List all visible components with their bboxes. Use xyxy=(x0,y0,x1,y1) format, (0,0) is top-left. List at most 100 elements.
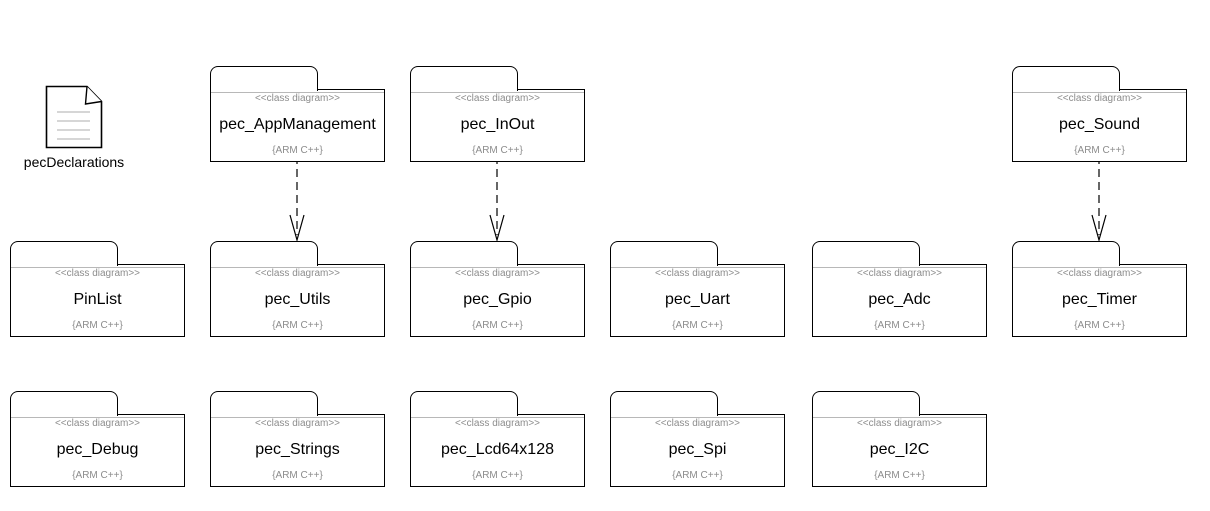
package-pec_Sound[interactable]: <<class diagram>> pec_Sound {ARM C++} xyxy=(1012,66,1187,162)
artifact-label: pecDeclarations xyxy=(23,154,125,170)
package-stereotype: <<class diagram>> xyxy=(1056,93,1143,104)
package-pec_Utils[interactable]: <<class diagram>> pec_Utils {ARM C++} xyxy=(210,241,385,337)
package-tab-icon xyxy=(10,391,118,416)
package-tab-icon xyxy=(10,241,118,266)
package-stereotype: <<class diagram>> xyxy=(254,268,341,279)
package-stereotype: <<class diagram>> xyxy=(654,268,741,279)
package-pec_InOut[interactable]: <<class diagram>> pec_InOut {ARM C++} xyxy=(410,66,585,162)
package-pec_I2C[interactable]: <<class diagram>> pec_I2C {ARM C++} xyxy=(812,391,987,487)
package-property: {ARM C++} xyxy=(672,470,723,481)
package-stereotype: <<class diagram>> xyxy=(454,418,541,429)
package-body: <<class diagram>> pec_Uart {ARM C++} xyxy=(610,264,785,337)
package-name: pec_I2C xyxy=(869,441,930,458)
package-stereotype: <<class diagram>> xyxy=(454,93,541,104)
package-pec_Spi[interactable]: <<class diagram>> pec_Spi {ARM C++} xyxy=(610,391,785,487)
package-name: pec_Spi xyxy=(668,441,727,458)
package-separator xyxy=(1013,267,1186,268)
package-name: pec_Adc xyxy=(868,291,931,308)
package-body: <<class diagram>> pec_Gpio {ARM C++} xyxy=(410,264,585,337)
package-tab-icon xyxy=(410,241,518,266)
package-tab-icon xyxy=(410,391,518,416)
package-stereotype: <<class diagram>> xyxy=(254,93,341,104)
package-property: {ARM C++} xyxy=(874,470,925,481)
package-separator xyxy=(813,417,986,418)
package-property: {ARM C++} xyxy=(1074,145,1125,156)
package-pec_AppManagement[interactable]: <<class diagram>> pec_AppManagement {ARM… xyxy=(210,66,385,162)
package-pec_Debug[interactable]: <<class diagram>> pec_Debug {ARM C++} xyxy=(10,391,185,487)
package-stereotype: <<class diagram>> xyxy=(54,418,141,429)
package-pec_Gpio[interactable]: <<class diagram>> pec_Gpio {ARM C++} xyxy=(410,241,585,337)
package-tab-icon xyxy=(610,241,718,266)
package-separator xyxy=(411,92,584,93)
package-separator xyxy=(11,417,184,418)
package-body: <<class diagram>> pec_Spi {ARM C++} xyxy=(610,414,785,487)
package-stereotype: <<class diagram>> xyxy=(856,418,943,429)
package-name: pec_Debug xyxy=(56,441,139,458)
dependency-arrow-pec_AppManagement-to-pec_Utils[interactable] xyxy=(289,156,305,243)
package-separator xyxy=(211,92,384,93)
package-pec_Timer[interactable]: <<class diagram>> pec_Timer {ARM C++} xyxy=(1012,241,1187,337)
package-stereotype: <<class diagram>> xyxy=(454,268,541,279)
package-pec_Lcd64x128[interactable]: <<class diagram>> pec_Lcd64x128 {ARM C++… xyxy=(410,391,585,487)
package-separator xyxy=(411,267,584,268)
dependency-arrow-pec_Sound-to-pec_Timer[interactable] xyxy=(1091,156,1107,243)
package-tab-icon xyxy=(210,391,318,416)
package-name: pec_InOut xyxy=(460,116,535,133)
package-body: <<class diagram>> pec_Strings {ARM C++} xyxy=(210,414,385,487)
package-property: {ARM C++} xyxy=(272,145,323,156)
package-property: {ARM C++} xyxy=(874,320,925,331)
package-property: {ARM C++} xyxy=(72,470,123,481)
package-pec_Adc[interactable]: <<class diagram>> pec_Adc {ARM C++} xyxy=(812,241,987,337)
package-stereotype: <<class diagram>> xyxy=(856,268,943,279)
document-icon xyxy=(45,85,103,149)
package-tab-icon xyxy=(410,66,518,91)
package-body: <<class diagram>> pec_Utils {ARM C++} xyxy=(210,264,385,337)
package-tab-icon xyxy=(210,66,318,91)
package-property: {ARM C++} xyxy=(72,320,123,331)
package-name: pec_Strings xyxy=(255,441,340,458)
package-stereotype: <<class diagram>> xyxy=(254,418,341,429)
package-property: {ARM C++} xyxy=(672,320,723,331)
package-tab-icon xyxy=(210,241,318,266)
package-name: pec_AppManagement xyxy=(219,116,376,133)
package-name: pec_Utils xyxy=(264,291,331,308)
package-body: <<class diagram>> PinList {ARM C++} xyxy=(10,264,185,337)
package-property: {ARM C++} xyxy=(272,470,323,481)
package-name: pec_Lcd64x128 xyxy=(441,441,554,458)
package-tab-icon xyxy=(1012,241,1120,266)
package-separator xyxy=(813,267,986,268)
package-pec_Uart[interactable]: <<class diagram>> pec_Uart {ARM C++} xyxy=(610,241,785,337)
package-body: <<class diagram>> pec_Timer {ARM C++} xyxy=(1012,264,1187,337)
package-name: pec_Timer xyxy=(1062,291,1137,308)
package-name: pec_Uart xyxy=(665,291,730,308)
package-body: <<class diagram>> pec_Lcd64x128 {ARM C++… xyxy=(410,414,585,487)
dependency-arrow-pec_InOut-to-pec_Gpio[interactable] xyxy=(489,156,505,243)
package-tab-icon xyxy=(812,241,920,266)
package-body: <<class diagram>> pec_Sound {ARM C++} xyxy=(1012,89,1187,162)
package-property: {ARM C++} xyxy=(472,145,523,156)
package-property: {ARM C++} xyxy=(272,320,323,331)
package-property: {ARM C++} xyxy=(472,470,523,481)
package-property: {ARM C++} xyxy=(1074,320,1125,331)
package-separator xyxy=(611,267,784,268)
package-name: pec_Gpio xyxy=(463,291,532,308)
package-separator xyxy=(11,267,184,268)
package-stereotype: <<class diagram>> xyxy=(54,268,141,279)
package-property: {ARM C++} xyxy=(472,320,523,331)
package-separator xyxy=(1013,92,1186,93)
package-pec_Strings[interactable]: <<class diagram>> pec_Strings {ARM C++} xyxy=(210,391,385,487)
package-separator xyxy=(211,417,384,418)
package-stereotype: <<class diagram>> xyxy=(654,418,741,429)
package-body: <<class diagram>> pec_Debug {ARM C++} xyxy=(10,414,185,487)
package-stereotype: <<class diagram>> xyxy=(1056,268,1143,279)
package-body: <<class diagram>> pec_AppManagement {ARM… xyxy=(210,89,385,162)
artifact-pecdeclarations[interactable]: pecDeclarations xyxy=(8,85,140,170)
package-separator xyxy=(211,267,384,268)
package-body: <<class diagram>> pec_Adc {ARM C++} xyxy=(812,264,987,337)
package-name: PinList xyxy=(73,291,122,308)
package-separator xyxy=(611,417,784,418)
package-PinList[interactable]: <<class diagram>> PinList {ARM C++} xyxy=(10,241,185,337)
package-tab-icon xyxy=(1012,66,1120,91)
